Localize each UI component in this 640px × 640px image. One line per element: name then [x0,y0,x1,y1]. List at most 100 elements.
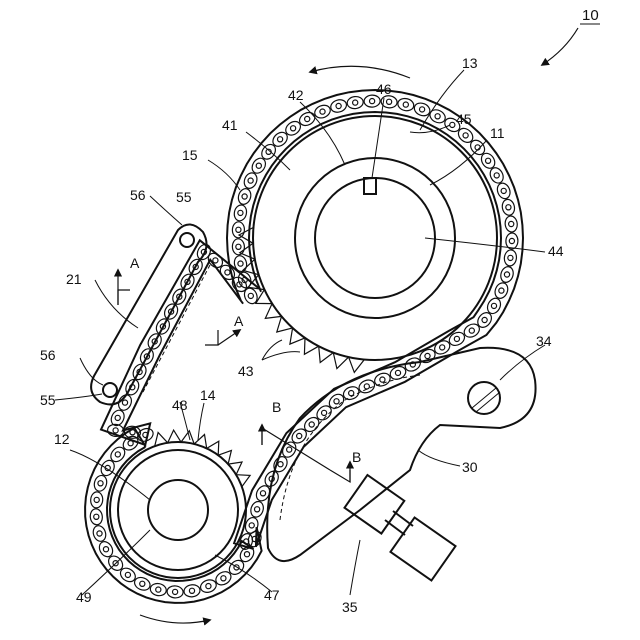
chain-roller [491,303,496,308]
chain-link [397,97,415,112]
chain-roller [213,258,218,263]
tensioner-arm [267,348,535,561]
chain-roller [287,447,292,452]
chain-roller [482,317,487,322]
chain-roller [387,99,392,104]
top-rotation-arrow [310,66,410,78]
chain-link [249,500,266,519]
chain-link [236,187,252,206]
label-43: 43 [238,363,254,379]
chain-roller [501,188,506,193]
label-b-left: B [272,399,281,415]
chain-link [499,265,515,284]
chain-roller [238,261,243,266]
label-49: 49 [76,589,92,605]
figure-pointer-arrow [542,28,578,65]
chain-inner-edge [107,112,501,581]
label-55-bottom: 55 [40,392,56,408]
label-11: 11 [490,125,505,141]
section-mark-a-right [205,330,240,345]
chain-roller [291,126,296,131]
chain-link [270,129,290,149]
chain-link [108,444,128,464]
chain-roller [278,462,283,467]
label-56-bottom: 56 [40,347,56,363]
chain-roller [130,430,135,435]
chain-link [503,249,517,266]
chain-outer-edge [85,90,523,603]
label-55-top: 55 [176,189,192,205]
section-mark-a-left [118,270,130,305]
chain-link [468,137,488,157]
label-34: 34 [536,333,552,349]
chain-guide [91,224,210,404]
chain-roller [242,194,247,199]
chain-link [232,222,245,239]
chain-link [91,524,108,543]
label-a-left: A [130,255,140,271]
chain-roller [454,336,459,341]
chain-roller [349,391,354,396]
chain-roller [221,576,226,581]
chain-roller [225,270,230,275]
chain-roller [336,103,341,108]
chain-roller [297,433,302,438]
chain-roller [122,400,127,405]
chain-link [501,198,516,216]
label-a-right: A [234,313,244,329]
chain-roller [403,102,408,107]
chain-roller [189,588,194,593]
label-35: 35 [342,599,358,615]
chain-link [199,578,218,595]
chain-roller [98,481,103,486]
chain-roller [140,581,145,586]
chain-roller [94,497,99,502]
chain-link [504,215,518,232]
chain-link [242,171,259,190]
large-sprocket-teeth [239,227,364,372]
label-15: 15 [182,147,198,163]
large-sprocket-tooth [256,290,272,304]
label-13: 13 [462,55,478,71]
chain-roller [238,210,243,215]
chain-roller [260,491,265,496]
chain-roller [499,288,504,293]
chain-roller [469,328,474,333]
chain-roller [249,523,254,528]
chain [85,90,523,603]
chain-link [232,239,245,256]
label-44: 44 [548,243,564,259]
label-14: 14 [200,387,216,403]
chain-link [149,582,167,597]
section-mark-b-right [330,462,350,482]
chain-roller [113,428,118,433]
chain-link [302,415,322,435]
chain-roller [320,109,325,114]
chain-roller [248,293,253,298]
chain-link [233,204,248,222]
bottom-rotation-arrow [140,615,210,623]
chain-roller [94,514,99,519]
chain-link [89,508,103,525]
chain-link [90,491,103,508]
chain-roller [364,384,369,389]
chain-roller [248,178,253,183]
chain-roller [128,441,133,446]
key-rect [364,178,376,194]
chain-link [167,585,184,598]
chain-roller [206,584,211,589]
chain-roller [425,353,430,358]
chain-roller [305,116,310,121]
small-sprocket [110,442,246,578]
chain-roller [463,133,468,138]
label-47: 47 [264,587,280,603]
small-sprocket-tooth [168,430,181,443]
chain-link [495,181,512,200]
chain-roller [506,205,511,210]
chain-roller [97,531,102,536]
label-46: 46 [376,81,392,97]
chain-roller [278,137,283,142]
chain-roller [504,272,509,277]
chain-roller [435,114,440,119]
chain-roller [440,345,445,350]
